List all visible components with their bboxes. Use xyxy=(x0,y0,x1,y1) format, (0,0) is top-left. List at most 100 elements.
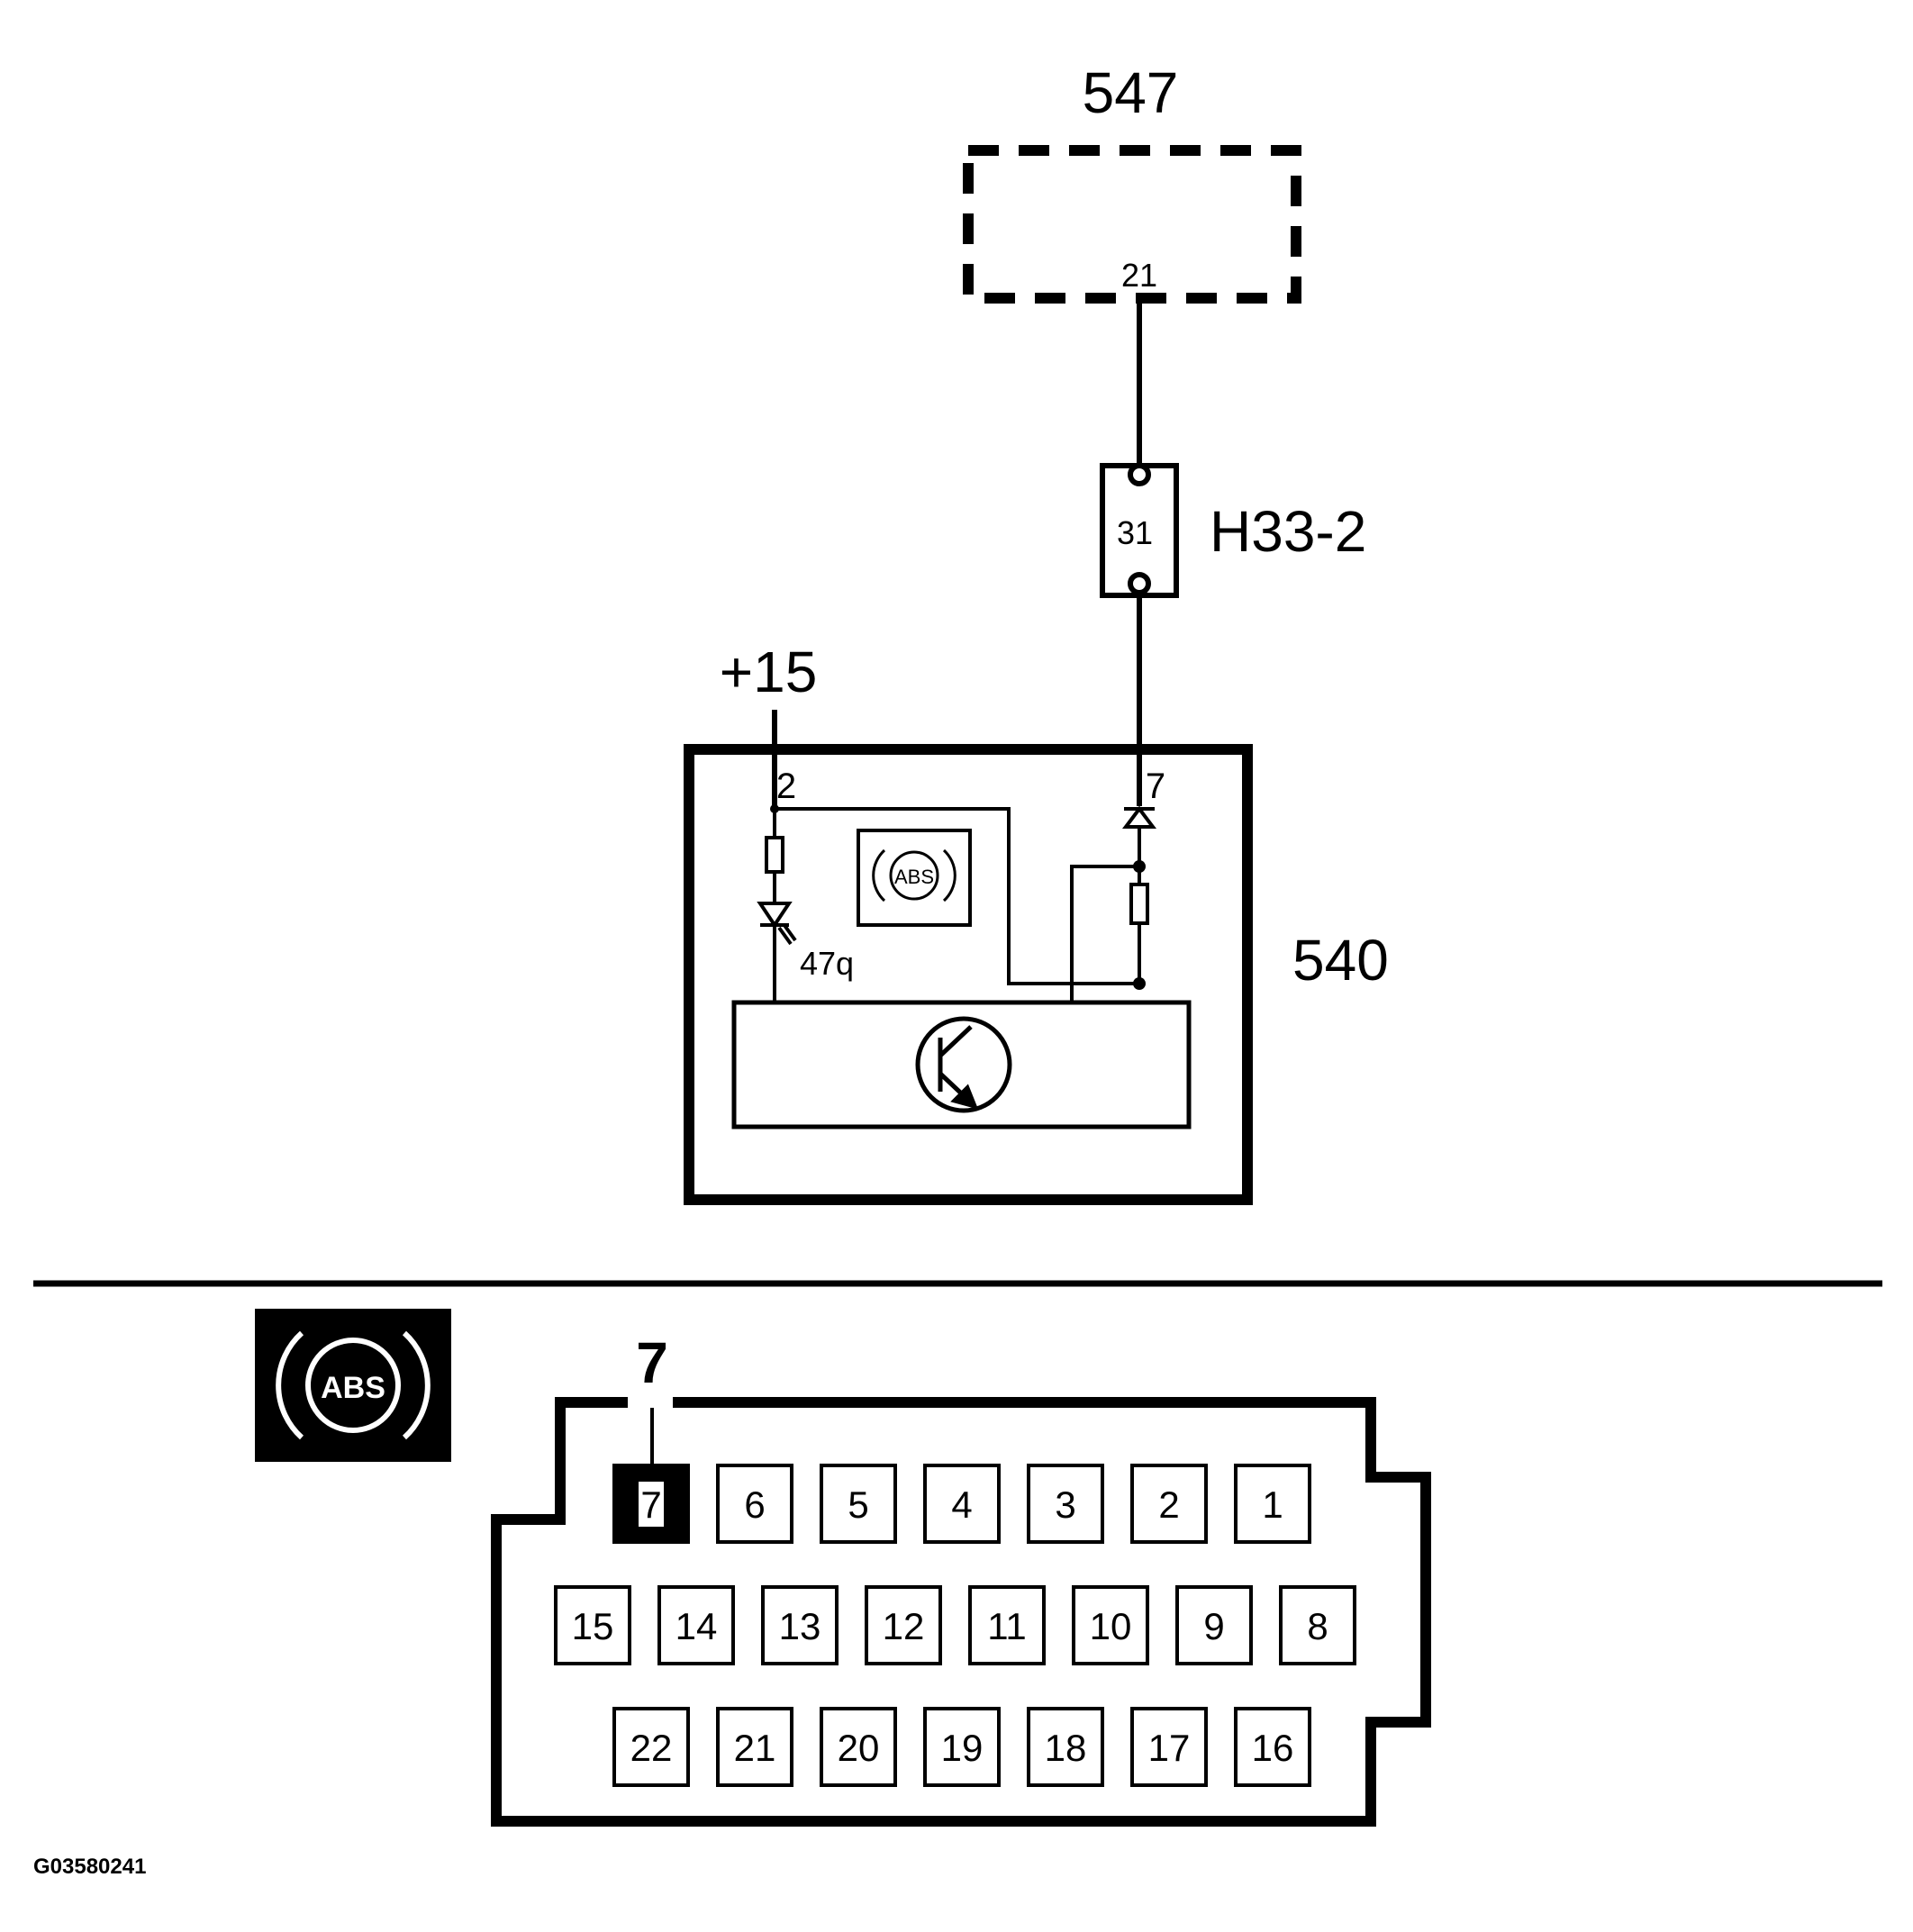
connector-pin-label: 20 xyxy=(838,1727,880,1769)
connector-pin-2: 2 xyxy=(1130,1464,1208,1544)
left-branch xyxy=(757,806,797,1002)
connector-pin-label: 19 xyxy=(941,1727,984,1769)
connector-pin-cell xyxy=(1027,1707,1104,1787)
module-abs-icon-text: ABS xyxy=(894,866,934,888)
connector-pin-label: 6 xyxy=(744,1483,765,1526)
pin-callout-label: 7 xyxy=(636,1330,668,1395)
led-emission-arrow-1 xyxy=(777,926,793,946)
connector-pin-label: 4 xyxy=(951,1483,972,1526)
connector-pin-label: 5 xyxy=(848,1483,868,1526)
module-540-pin-2-label: 2 xyxy=(776,766,796,806)
module-540: 540 2 7 47q ABS xyxy=(684,744,1389,1205)
connector-pin-label: 7 xyxy=(640,1483,661,1526)
connector-pin-19: 19 xyxy=(923,1707,1001,1787)
connector-pin-cell xyxy=(1279,1585,1356,1665)
connector-pin-1: 1 xyxy=(1234,1464,1311,1544)
driver-block xyxy=(731,1000,1192,1129)
abs-warning-symbol: ABS xyxy=(255,1309,451,1462)
connector-pin-cell xyxy=(1234,1707,1311,1787)
connector-pin-20: 20 xyxy=(820,1707,897,1787)
connector-pin-cell xyxy=(657,1585,735,1665)
component-547-label: 547 xyxy=(1083,60,1179,125)
connector-pin-label: 13 xyxy=(779,1605,821,1647)
connector-pin-12: 12 xyxy=(865,1585,942,1665)
warning-led-icon xyxy=(757,902,793,929)
connector-pin-label: 15 xyxy=(572,1605,614,1647)
connector-pin-18: 18 xyxy=(1027,1707,1104,1787)
connector-pin-cell xyxy=(1130,1464,1208,1544)
abs-warning-symbol-left-arc xyxy=(276,1330,304,1440)
connector-pin-label: 18 xyxy=(1045,1727,1087,1769)
connector-pin-cell xyxy=(716,1707,793,1787)
abs-warning-symbol-right-arc xyxy=(402,1330,431,1440)
connector-pin-cell xyxy=(820,1464,897,1544)
transistor-icon-circle xyxy=(915,1016,1012,1113)
module-abs-icon-circle xyxy=(889,850,939,901)
connector-pin-label: 8 xyxy=(1307,1605,1328,1647)
connector-pin-label: 3 xyxy=(1055,1483,1075,1526)
connector-h33-2-label: H33-2 xyxy=(1210,499,1366,564)
connector-pin-label: 1 xyxy=(1262,1483,1283,1526)
connector-pin-7: 7 xyxy=(612,1464,690,1544)
module-abs-icon-right-arc xyxy=(942,848,956,903)
connector-face-outline xyxy=(491,1397,1431,1827)
diode-icon xyxy=(1122,805,1156,829)
connector-pin-21: 21 xyxy=(716,1707,793,1787)
wire-diode-node-to-driver xyxy=(1070,865,1139,1002)
node-diode-junction xyxy=(1133,860,1146,873)
connector-pin-cell xyxy=(1234,1464,1311,1544)
connector-pin-label: 21 xyxy=(734,1727,776,1769)
connector-pin-cell xyxy=(820,1707,897,1787)
supply-15-label: +15 xyxy=(720,639,818,704)
connector-pin-cell xyxy=(1175,1585,1253,1665)
connector-pin-8: 8 xyxy=(1279,1585,1356,1665)
connector-face-callout-gap xyxy=(628,1392,673,1412)
wire-pin2-crossover xyxy=(775,807,1139,985)
connector-pin-label: 9 xyxy=(1203,1605,1224,1647)
connector-pin-22: 22 xyxy=(612,1707,690,1787)
transistor-icon xyxy=(915,1016,1012,1113)
connector-pin-cell xyxy=(612,1707,690,1787)
component-547: 547 21 xyxy=(963,60,1301,304)
connector-pin-cell xyxy=(923,1464,1001,1544)
connector-pin-14: 14 xyxy=(657,1585,735,1665)
connector-pin-cell xyxy=(865,1585,942,1665)
connector-pin-label: 16 xyxy=(1252,1727,1294,1769)
connector-pin-highlight xyxy=(639,1482,664,1527)
connector-pin-cell xyxy=(968,1585,1046,1665)
connector-pin-11: 11 xyxy=(968,1585,1046,1665)
abs-warning-symbol-background xyxy=(255,1309,451,1462)
connector-pin-label: 11 xyxy=(987,1605,1027,1647)
connector-pin-9: 9 xyxy=(1175,1585,1253,1665)
module-540-outline xyxy=(684,744,1253,1205)
module-abs-icon-frame xyxy=(857,829,972,927)
component-547-pin-label: 21 xyxy=(1121,257,1157,294)
connector-h33-2-bottom-terminal xyxy=(1128,572,1151,595)
module-540-label: 540 xyxy=(1292,928,1389,993)
right-resistor-icon xyxy=(1129,883,1149,925)
connector-pin-label: 14 xyxy=(675,1605,718,1647)
transistor-icon-collector xyxy=(938,1025,973,1057)
connector-h33-2: 31 H33-2 xyxy=(1100,463,1366,598)
abs-warning-symbol-circle xyxy=(305,1338,401,1433)
connector-pin-4: 4 xyxy=(923,1464,1001,1544)
connector-pin-3: 3 xyxy=(1027,1464,1104,1544)
connector-h33-2-top-terminal xyxy=(1128,463,1151,486)
transistor-icon-arrow xyxy=(950,1084,979,1110)
connector-h33-2-pin-label: 31 xyxy=(1117,514,1153,551)
connector-pin-17: 17 xyxy=(1130,1707,1208,1787)
module-540-pin-7-label: 7 xyxy=(1146,766,1165,806)
connector-pin-13: 13 xyxy=(761,1585,839,1665)
led-emission-arrow-2 xyxy=(782,922,797,942)
node-resistor-junction xyxy=(1133,977,1146,990)
connector-pin-cell xyxy=(554,1585,631,1665)
connector-pin-10: 10 xyxy=(1072,1585,1149,1665)
connector-pin-cell xyxy=(1072,1585,1149,1665)
connector-pin-16: 16 xyxy=(1234,1707,1311,1787)
connector-pin-cell xyxy=(923,1707,1001,1787)
connector-pin-5: 5 xyxy=(820,1464,897,1544)
connector-pin-label: 22 xyxy=(630,1727,673,1769)
